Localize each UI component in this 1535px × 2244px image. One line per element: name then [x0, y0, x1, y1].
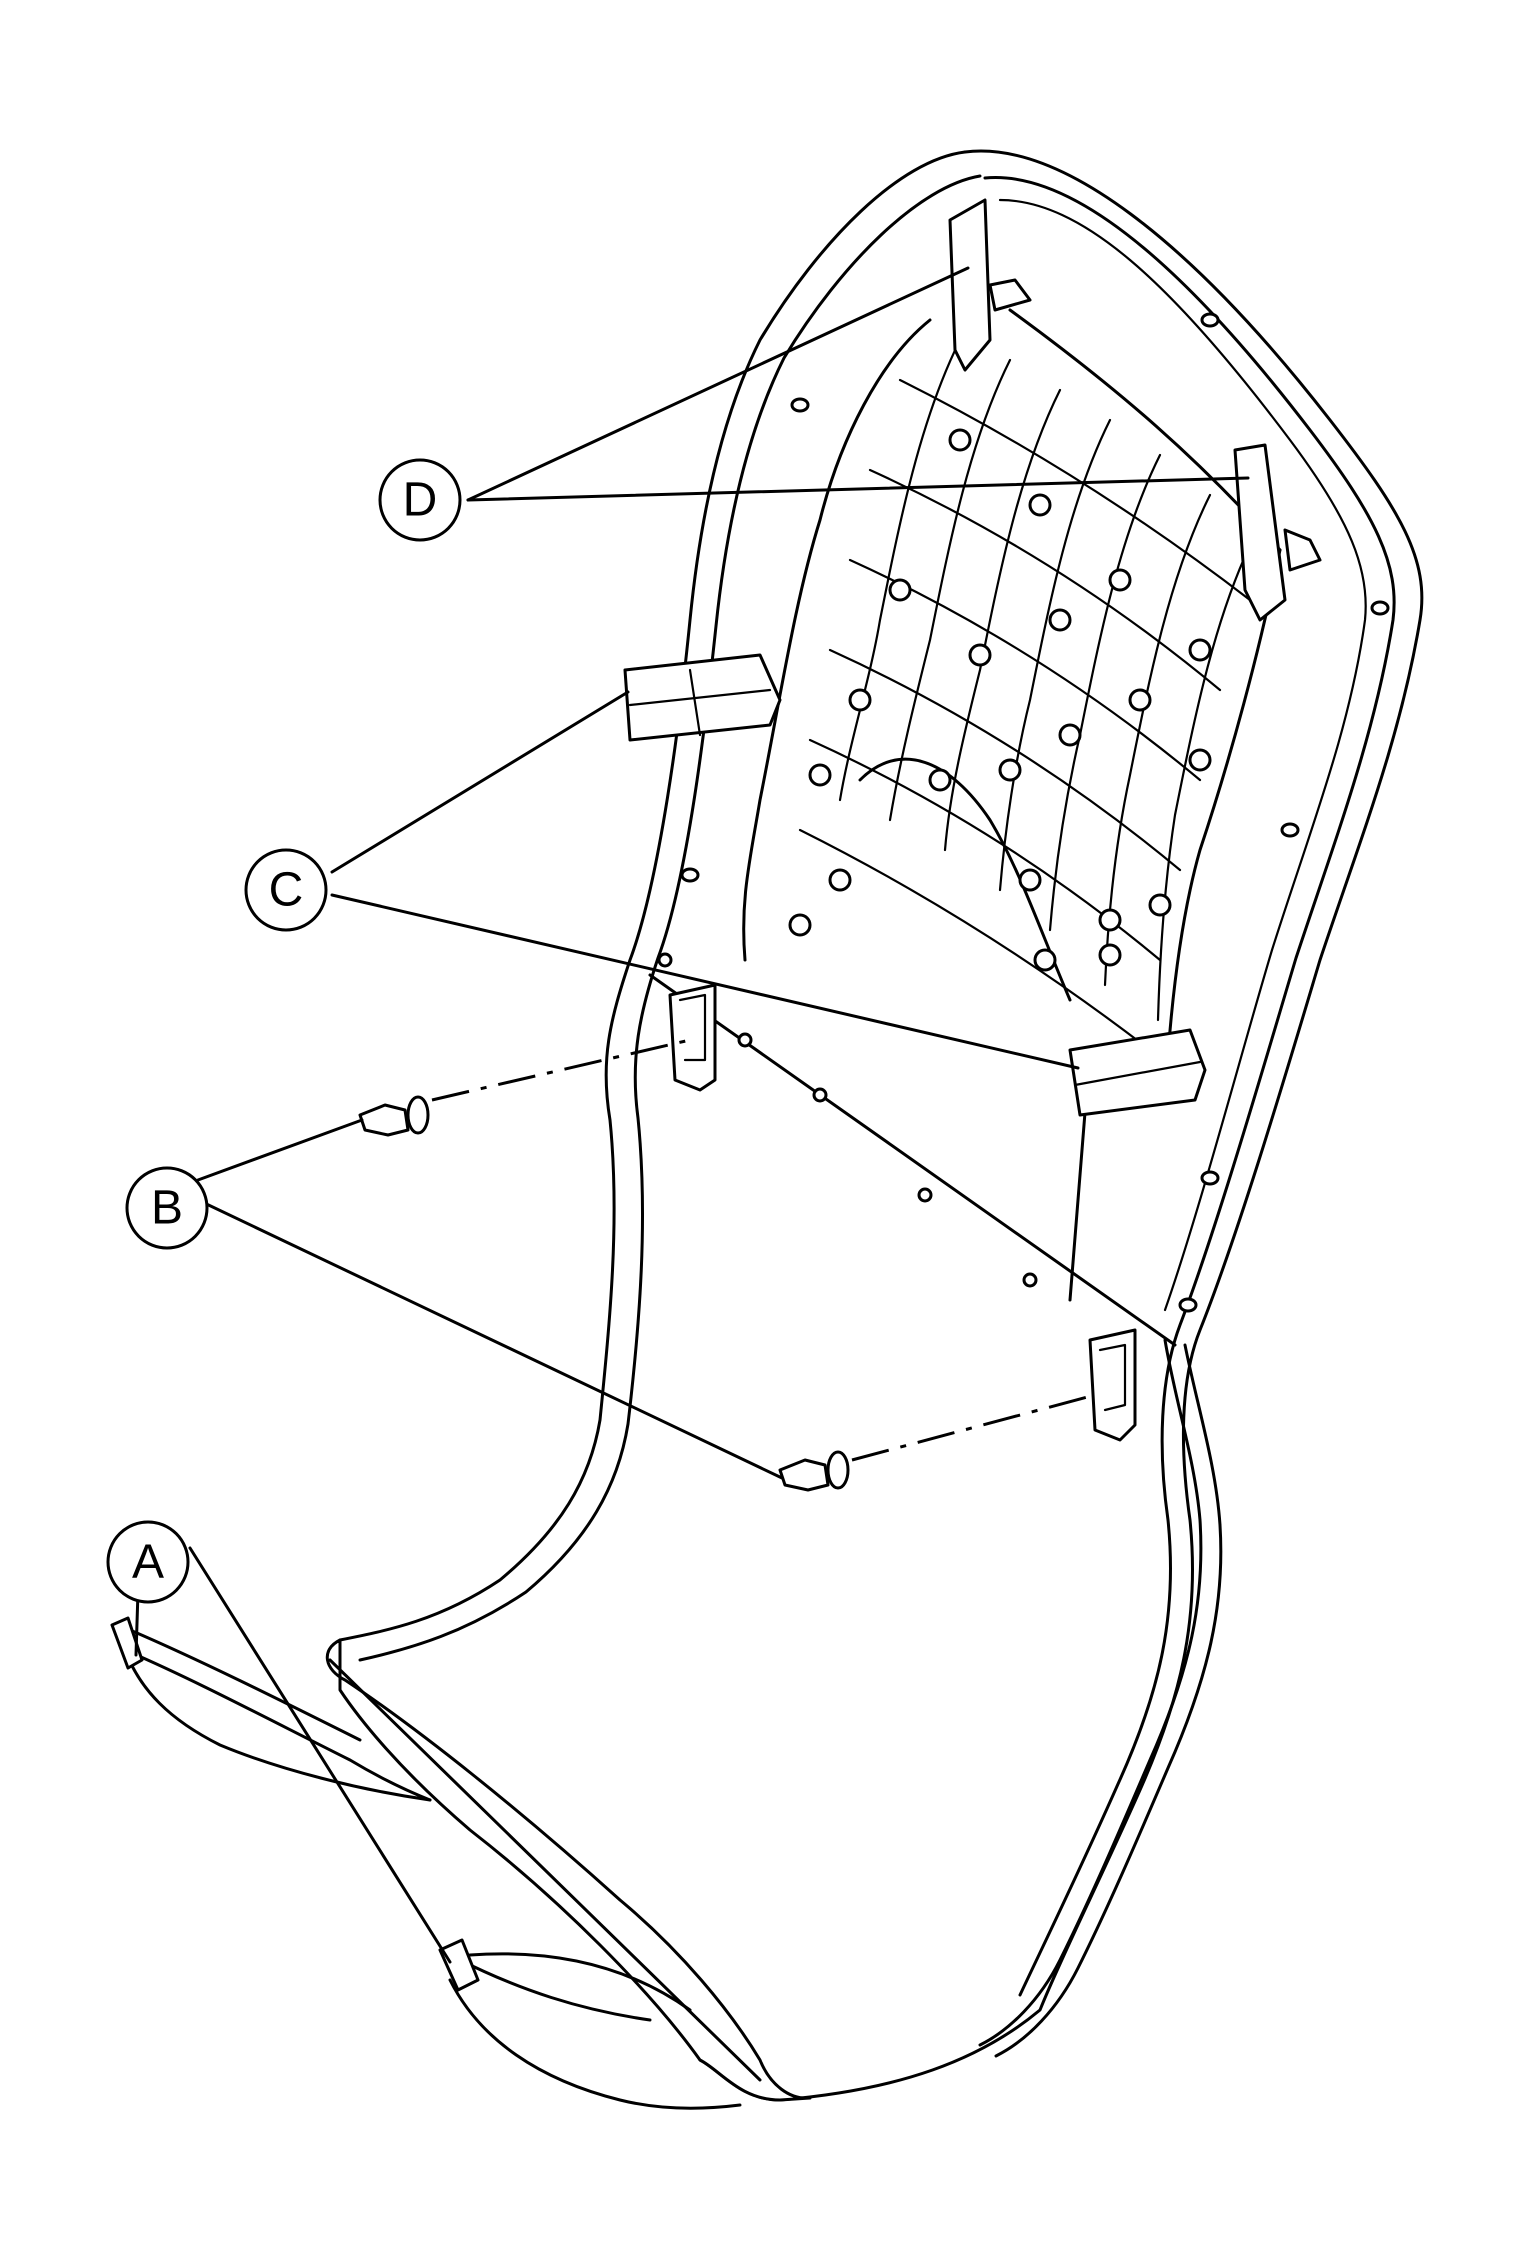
callout-b-label: B [151, 1182, 183, 1235]
clip-mount-lower [1088, 1328, 1137, 1442]
shell-bosses [657, 312, 1390, 1388]
hook-d-right [1233, 443, 1322, 622]
callout-d-label: D [403, 474, 438, 527]
mesh-bosses [788, 428, 1212, 972]
clip-mount-upper [668, 983, 717, 1092]
callout-b: B [125, 1166, 209, 1250]
alignment-line-upper [431, 1038, 691, 1102]
bracket-c-upper [623, 653, 782, 742]
alignment-line-lower [851, 1393, 1096, 1462]
side-trim-strip [978, 1338, 1223, 2058]
callout-a: A [106, 1520, 190, 1604]
callout-c: C [244, 848, 328, 932]
seatback-shell [338, 149, 1424, 2102]
leader-lines [134, 266, 1250, 1964]
mesh-framework [742, 308, 1282, 1302]
clip-b-upper [358, 1095, 430, 1137]
hook-d-left [948, 198, 1032, 372]
callout-d: D [378, 458, 462, 542]
callout-a-label: A [132, 1536, 164, 1589]
callout-c-label: C [269, 864, 304, 917]
clip-b-lower [778, 1450, 850, 1492]
bracket-c-lower [1068, 1028, 1207, 1117]
lower-bolster [110, 973, 1177, 2110]
